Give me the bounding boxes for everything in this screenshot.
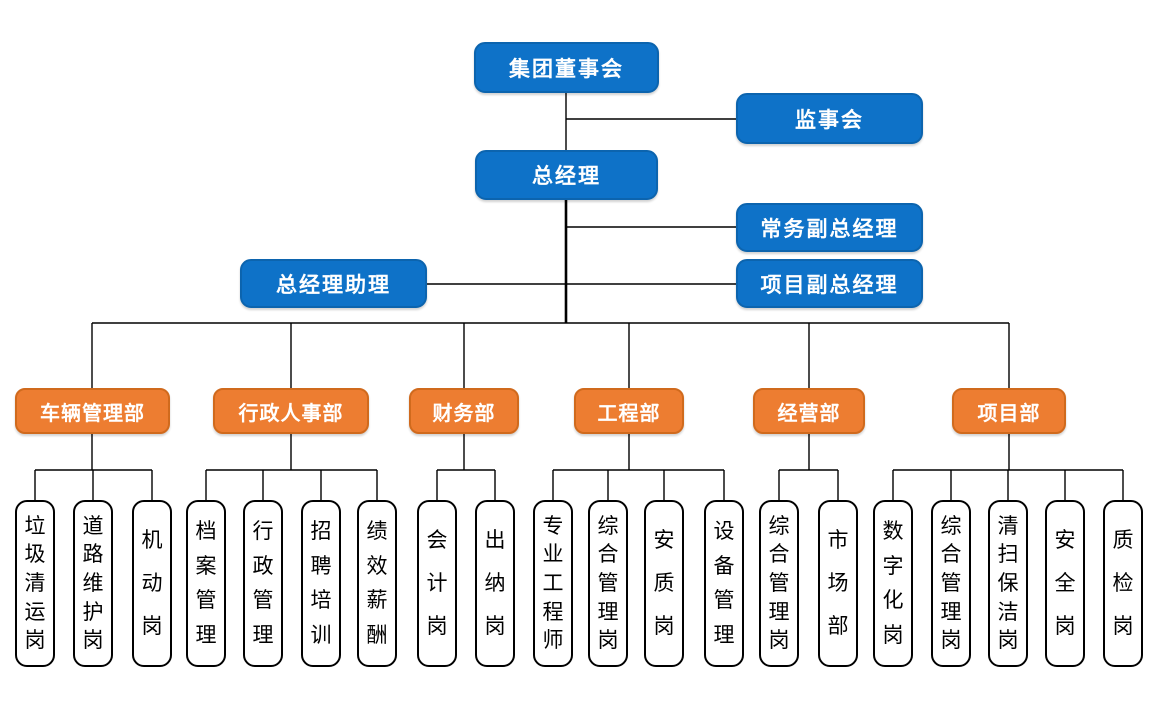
node-project-deputy-gm: 项目副总经理: [736, 259, 923, 308]
pos-mobile-duty: 机动岗: [132, 500, 172, 667]
pos-admin-management: 行政管理: [243, 500, 283, 667]
pos-road-maintenance: 道路维护岗: [73, 500, 113, 667]
pos-safety-quality: 安质岗: [644, 500, 684, 667]
dept-vehicle-management: 车辆管理部: [15, 388, 170, 434]
pos-garbage-collection: 垃圾清运岗: [15, 500, 55, 667]
dept-operations: 经营部: [753, 388, 865, 434]
dept-admin-hr: 行政人事部: [213, 388, 369, 434]
pos-archive-management: 档案管理: [186, 500, 226, 667]
node-group-board: 集团董事会: [474, 42, 659, 93]
node-gm-assistant: 总经理助理: [240, 259, 427, 308]
pos-market: 市场部: [818, 500, 858, 667]
dept-finance: 财务部: [409, 388, 519, 434]
pos-quality-inspection: 质检岗: [1103, 500, 1143, 667]
node-executive-deputy-gm: 常务副总经理: [736, 203, 923, 252]
pos-safety: 安全岗: [1045, 500, 1085, 667]
pos-digitalization: 数字化岗: [873, 500, 913, 667]
pos-recruitment-training: 招聘培训: [301, 500, 341, 667]
dept-engineering: 工程部: [574, 388, 684, 434]
node-general-manager: 总经理: [475, 150, 658, 200]
pos-general-management-project: 综合管理岗: [931, 500, 971, 667]
dept-project: 项目部: [952, 388, 1066, 434]
pos-cashier: 出纳岗: [475, 500, 515, 667]
pos-equipment-management: 设备管理: [704, 500, 744, 667]
pos-professional-engineer: 专业工程师: [533, 500, 573, 667]
pos-cleaning-sanitation: 清扫保洁岗: [988, 500, 1028, 667]
pos-general-management-operations: 综合管理岗: [759, 500, 799, 667]
node-supervisory-board: 监事会: [736, 93, 923, 144]
pos-general-management-engineering: 综合管理岗: [588, 500, 628, 667]
pos-performance-compensation: 绩效薪酬: [357, 500, 397, 667]
pos-accounting: 会计岗: [417, 500, 457, 667]
